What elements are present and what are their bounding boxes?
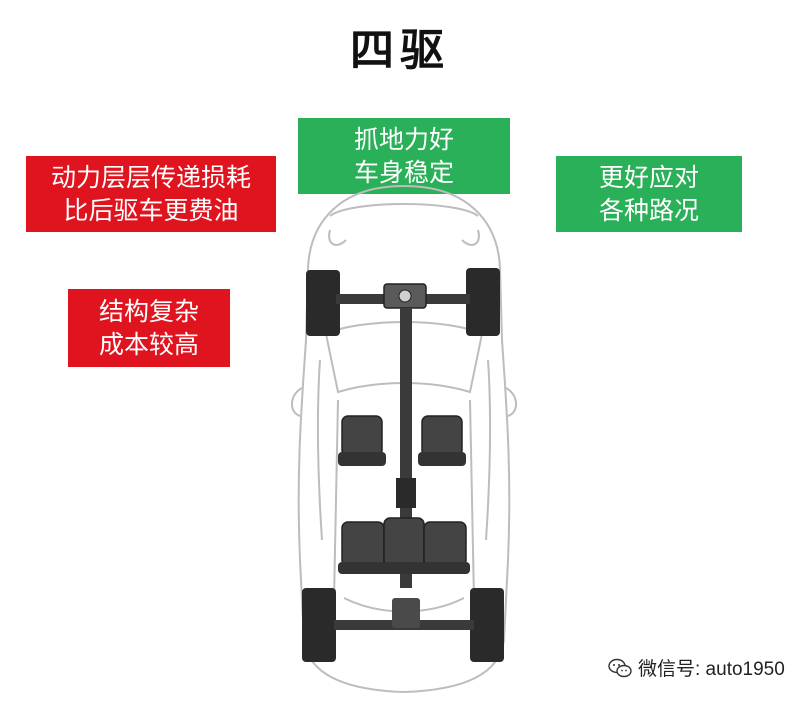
rear-right-wheel bbox=[470, 588, 504, 662]
diagram-title: 四驱 bbox=[350, 25, 450, 76]
watermark-text: 微信号: auto1950 bbox=[638, 659, 785, 680]
rear-left-wheel bbox=[302, 588, 336, 662]
label-grip-line2: 车身稳定 bbox=[353, 158, 454, 187]
front-right-seat bbox=[418, 415, 466, 466]
center-coupling bbox=[396, 478, 416, 508]
label-complex-structure: 结构复杂 成本较高 bbox=[68, 289, 230, 367]
label-road-conditions-line1: 更好应对 bbox=[598, 163, 699, 192]
label-power-loss-line1: 动力层层传递损耗 bbox=[50, 163, 251, 192]
label-complex-structure-line1: 结构复杂 bbox=[98, 297, 199, 326]
label-road-conditions: 更好应对 各种路况 bbox=[556, 156, 742, 232]
rear-seats bbox=[338, 517, 470, 574]
label-grip-line1: 抓地力好 bbox=[353, 125, 454, 154]
label-power-loss: 动力层层传递损耗 比后驱车更费油 bbox=[26, 156, 276, 232]
rear-differential bbox=[392, 598, 420, 628]
label-grip: 抓地力好 车身稳定 bbox=[298, 118, 510, 194]
wechat-icon bbox=[608, 658, 632, 677]
watermark: 微信号: auto1950 bbox=[608, 654, 785, 681]
label-complex-structure-line2: 成本较高 bbox=[98, 330, 199, 359]
front-differential bbox=[383, 283, 427, 309]
front-right-wheel bbox=[466, 268, 500, 336]
front-left-seat bbox=[338, 415, 386, 466]
front-left-wheel bbox=[306, 270, 340, 336]
label-road-conditions-line2: 各种路况 bbox=[598, 196, 699, 225]
label-power-loss-line2: 比后驱车更费油 bbox=[63, 196, 239, 225]
car-body-outline bbox=[291, 184, 517, 694]
